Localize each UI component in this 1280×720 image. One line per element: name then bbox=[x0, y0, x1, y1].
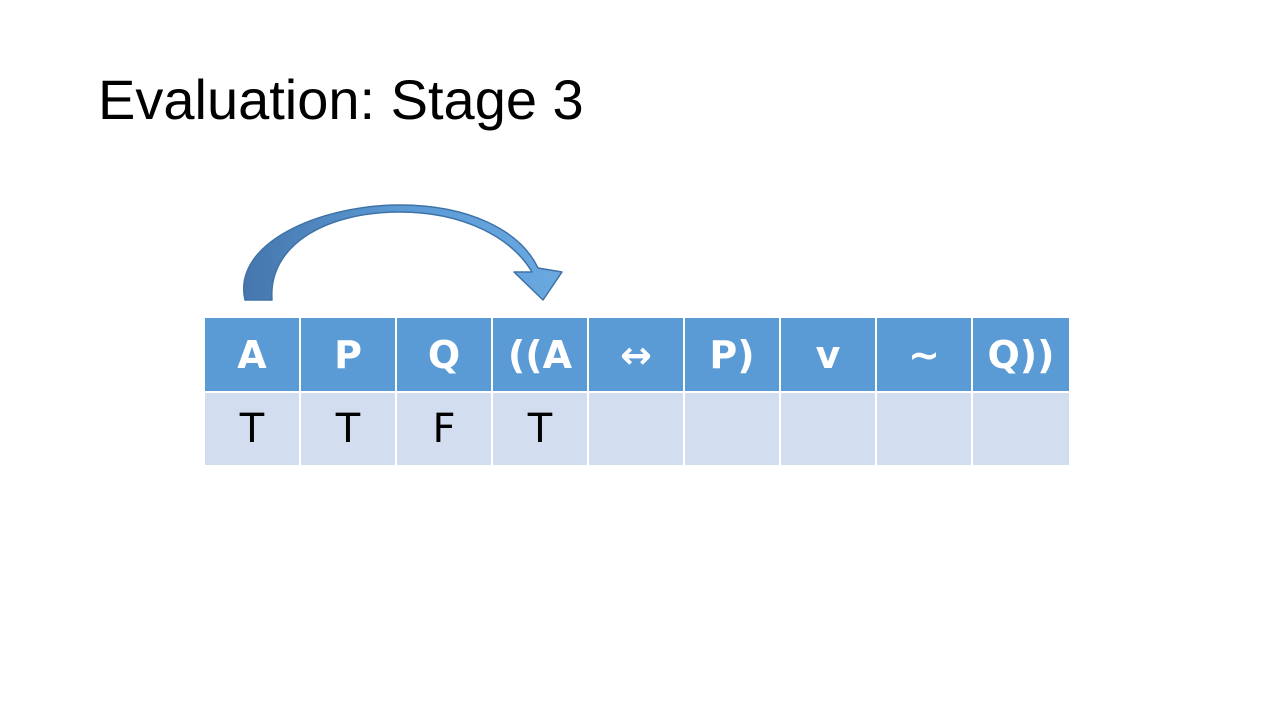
slide-title: Evaluation: Stage 3 bbox=[98, 68, 584, 131]
header-cell: ↔ bbox=[589, 318, 685, 393]
header-cell: Q)) bbox=[973, 318, 1069, 393]
header-cell: A bbox=[205, 318, 301, 393]
table-cell bbox=[685, 393, 781, 465]
table-cell: T bbox=[205, 393, 301, 465]
table-cell: F bbox=[397, 393, 493, 465]
header-cell: ~ bbox=[877, 318, 973, 393]
header-cell: ((A bbox=[493, 318, 589, 393]
header-cell: v bbox=[781, 318, 877, 393]
header-cell: Q bbox=[397, 318, 493, 393]
header-cell: P bbox=[301, 318, 397, 393]
table-cell bbox=[781, 393, 877, 465]
header-cell: P) bbox=[685, 318, 781, 393]
table-cell: T bbox=[493, 393, 589, 465]
table-cell bbox=[877, 393, 973, 465]
table-row: T T F T bbox=[205, 393, 1069, 465]
table-cell bbox=[973, 393, 1069, 465]
table-cell bbox=[589, 393, 685, 465]
table-header-row: A P Q ((A ↔ P) v ~ Q)) bbox=[205, 318, 1069, 393]
truth-table: A P Q ((A ↔ P) v ~ Q)) T T F T bbox=[205, 318, 1069, 465]
table-cell: T bbox=[301, 393, 397, 465]
